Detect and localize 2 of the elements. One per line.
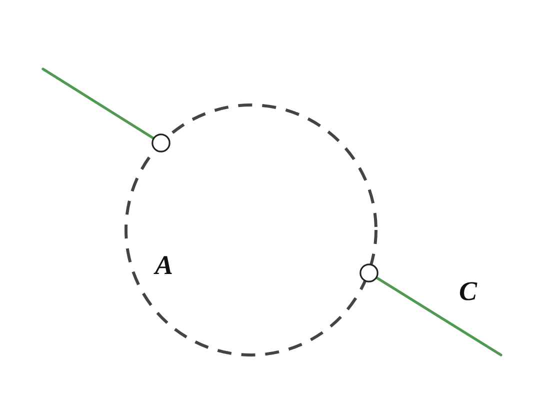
point-label: A	[155, 252, 174, 279]
point-label: C	[459, 278, 478, 305]
